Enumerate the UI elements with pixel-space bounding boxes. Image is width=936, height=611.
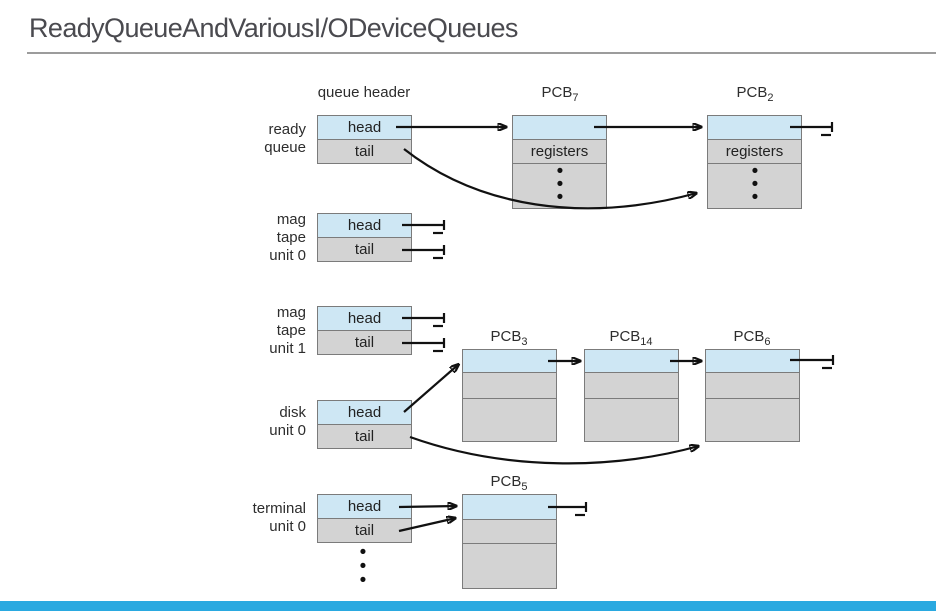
pcb-body-cell: [462, 398, 557, 442]
tail-cell: tail: [317, 330, 412, 355]
pcb-link-cell: [584, 349, 679, 373]
pcb-body-cell: [705, 398, 800, 442]
pcb-link-cell: [512, 115, 607, 140]
label-ready-queue: ready queue: [264, 121, 306, 156]
pcb14-caption: PCB14: [609, 328, 653, 348]
label-mag-tape-unit-1: mag tape unit 1: [269, 304, 306, 357]
ellipsis-dots: •••: [751, 161, 759, 208]
title-divider: [27, 52, 936, 54]
pcb-registers-cell: [584, 372, 679, 399]
footer-accent-bar: [0, 601, 936, 611]
arrow-disk-head-to-pcb3: [403, 364, 459, 413]
pcb-registers-cell: [462, 372, 557, 399]
null-pointer-icon: [433, 245, 446, 260]
queue-header-caption: queue header: [317, 84, 411, 101]
tail-cell: tail: [317, 237, 412, 262]
null-pointer-icon: [821, 122, 834, 137]
label-mag-tape-unit-0: mag tape unit 0: [269, 211, 306, 264]
label-disk-unit-0: disk unit 0: [269, 404, 306, 439]
queue-box-terminal-0: head tail: [317, 494, 412, 543]
pcb14-node: [584, 349, 679, 442]
pcb-link-cell: [707, 115, 802, 140]
label-terminal-unit-0: terminal unit 0: [252, 500, 306, 535]
pcb-link-cell: [462, 349, 557, 373]
null-pointer-icon: [575, 502, 588, 517]
head-cell: head: [317, 213, 412, 238]
tail-cell: tail: [317, 424, 412, 449]
queue-box-mag-tape-1: head tail: [317, 306, 412, 355]
pcb3-node: [462, 349, 557, 442]
pcb7-caption: PCB7: [541, 84, 579, 104]
head-cell: head: [317, 306, 412, 331]
pcb2-node: registers: [707, 115, 802, 209]
queue-box-mag-tape-0: head tail: [317, 213, 412, 262]
pcb3-caption: PCB3: [490, 328, 528, 348]
pcb-registers-cell: [705, 372, 800, 399]
pcb2-caption: PCB2: [736, 84, 774, 104]
pcb-registers-cell: [462, 519, 557, 544]
pcb-link-cell: [462, 494, 557, 520]
queue-box-disk-0: head tail: [317, 400, 412, 449]
pcb5-caption: PCB5: [490, 473, 528, 493]
head-cell: head: [317, 494, 412, 519]
pcb6-node: [705, 349, 800, 442]
pcb-body-cell: [462, 543, 557, 589]
pcb5-node: [462, 494, 557, 589]
tail-cell: tail: [317, 518, 412, 543]
null-pointer-icon: [433, 220, 446, 235]
ellipsis-dots: •••: [556, 161, 564, 208]
head-cell: head: [317, 400, 412, 425]
null-pointer-icon: [433, 313, 446, 328]
queue-box-ready: head tail: [317, 115, 412, 164]
tail-cell: tail: [317, 139, 412, 164]
pcb6-caption: PCB6: [733, 328, 771, 348]
ellipsis-dots: •••: [359, 542, 367, 591]
pcb-link-cell: [705, 349, 800, 373]
null-pointer-icon: [433, 338, 446, 353]
slide-title: ReadyQueueAndVariousI/ODeviceQueues: [29, 13, 518, 43]
null-pointer-icon: [822, 355, 835, 370]
head-cell: head: [317, 115, 412, 140]
pcb-body-cell: [707, 163, 802, 209]
pcb-body-cell: [584, 398, 679, 442]
